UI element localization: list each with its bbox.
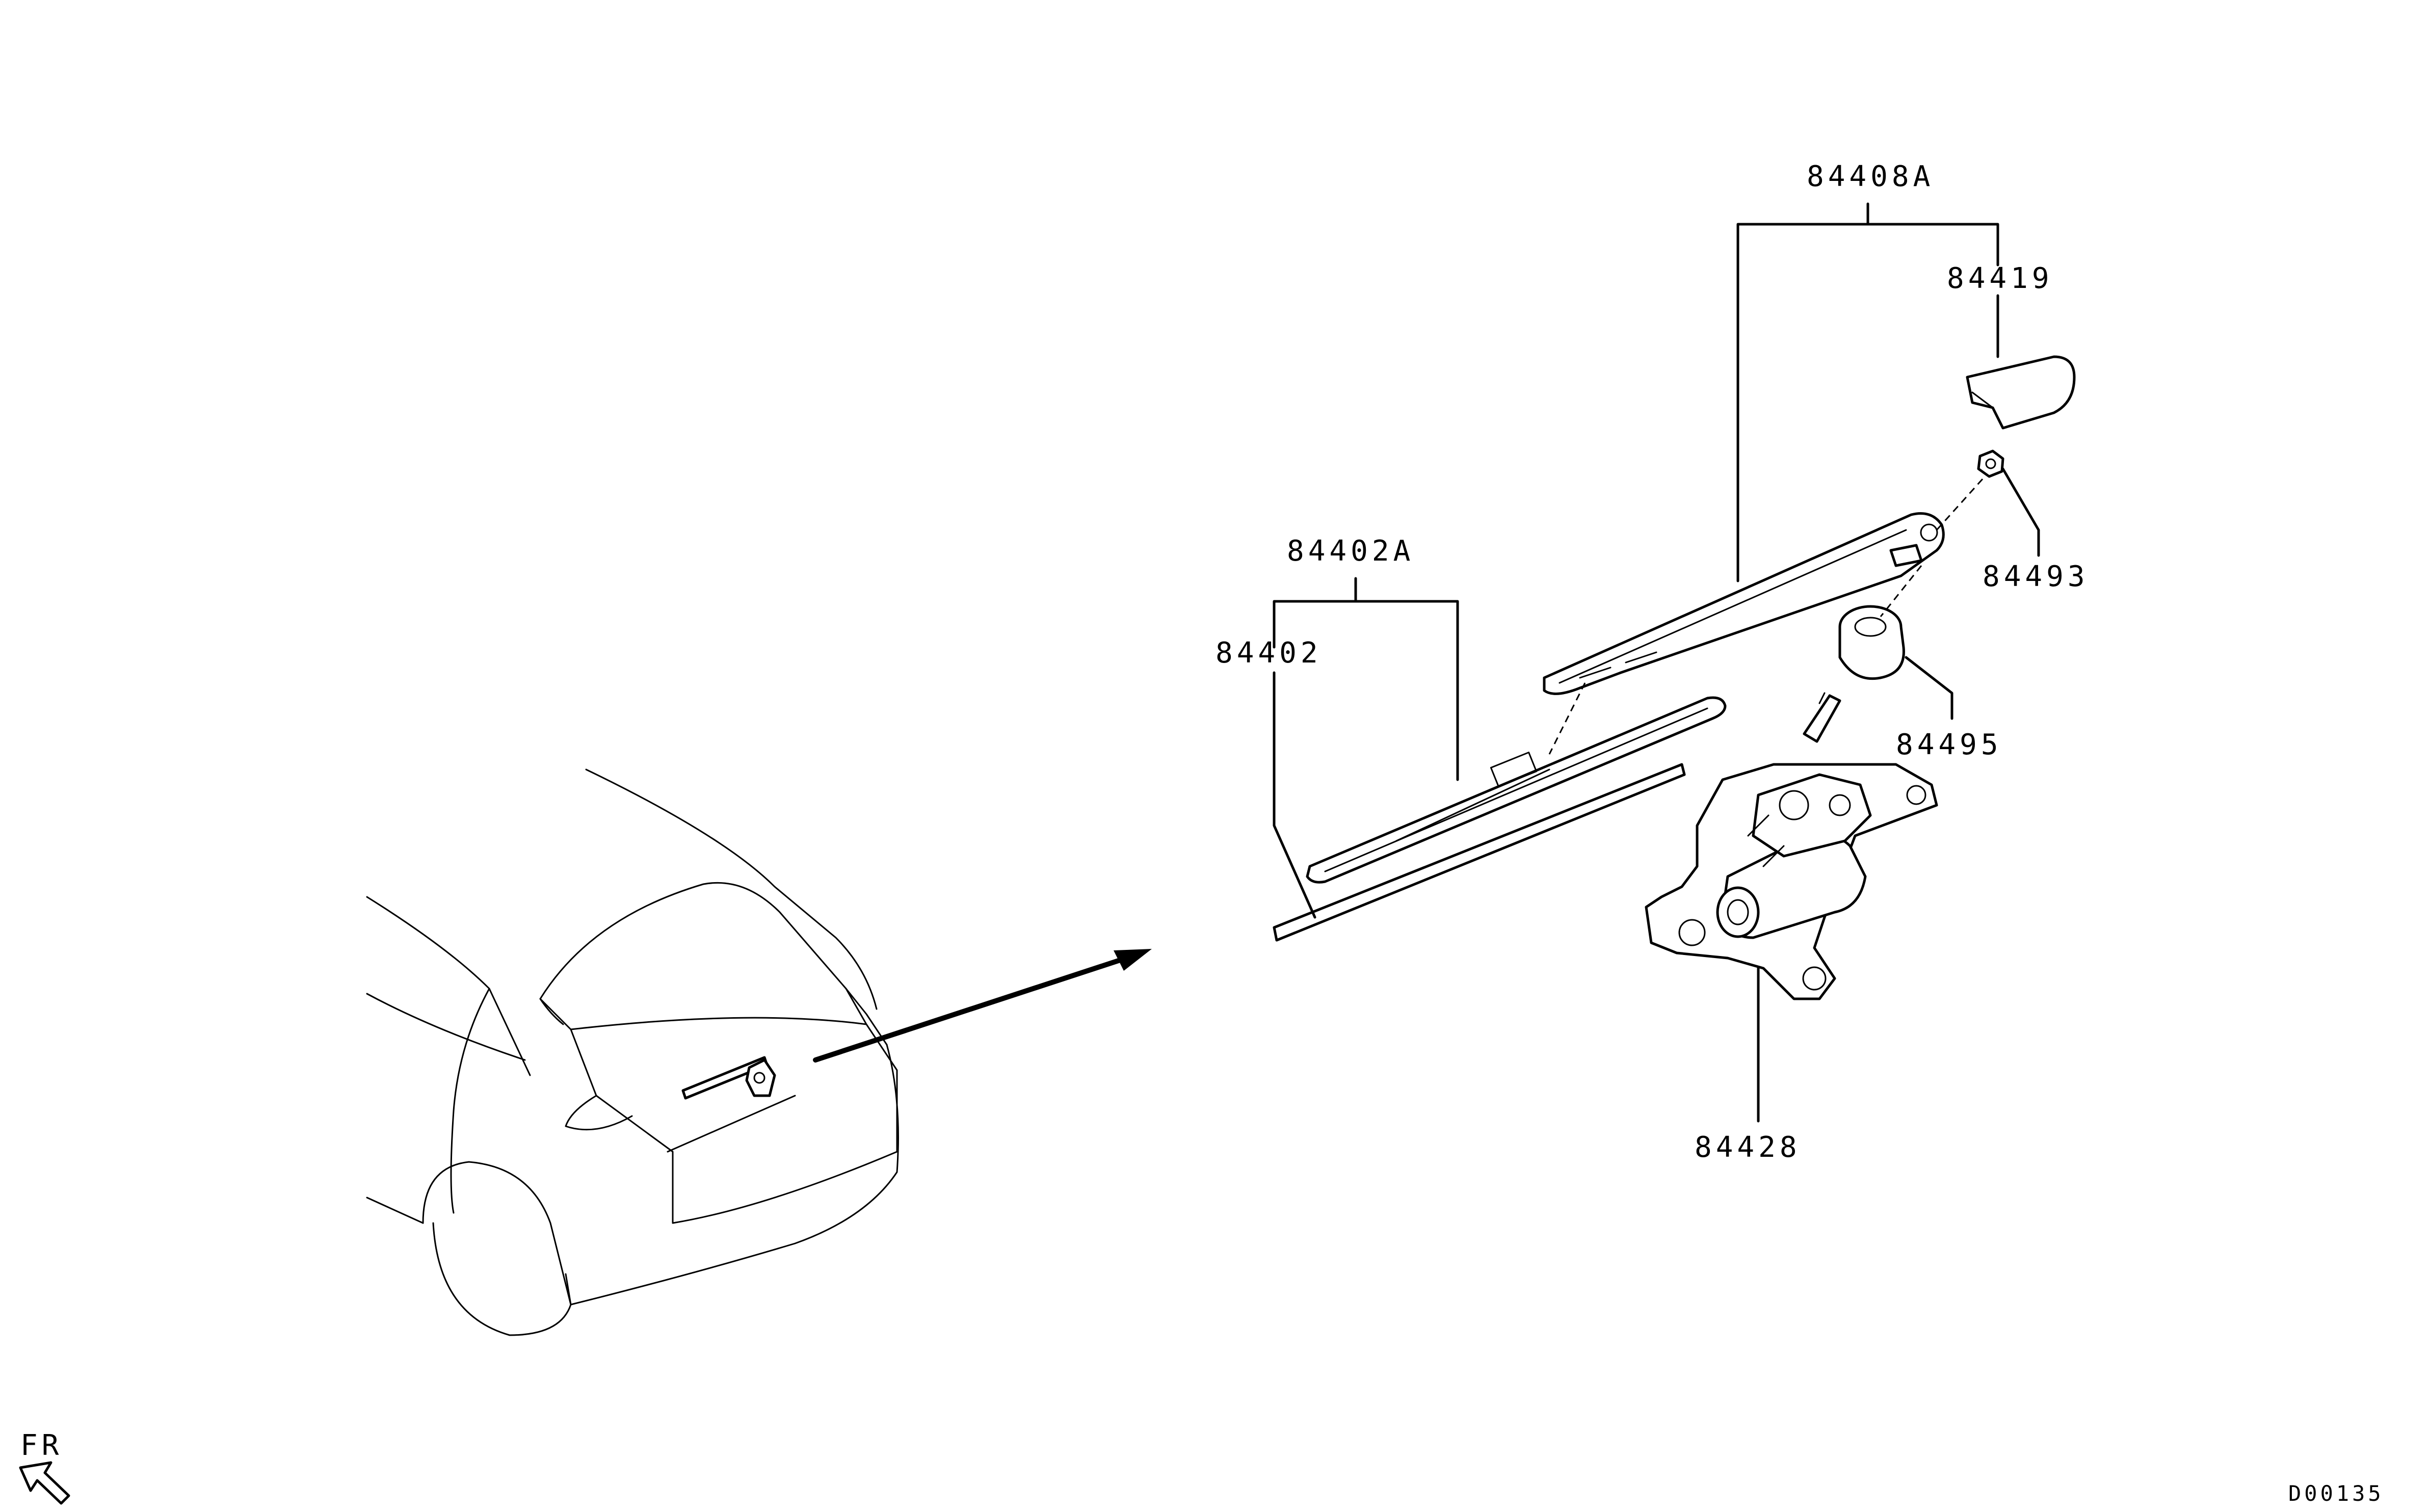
label-84402A: 84402A [1287,535,1414,568]
wiper-blade [1306,682,1727,884]
label-84493: 84493 [1983,560,2089,593]
grommet [1838,565,1922,680]
label-84428: 84428 [1695,1131,1801,1164]
leader-lines [1273,202,2040,1123]
diagram-code: D00135 [2288,1481,2384,1506]
wiper-arm [1543,512,1945,695]
arm-cap [1966,355,2076,430]
label-84495: 84495 [1896,728,2002,761]
arm-nut [1936,449,2004,531]
direction-label: FR [20,1429,63,1462]
front-arrow-icon [19,1461,70,1505]
label-84408A: 84408A [1807,160,1934,193]
label-84402: 84402 [1216,636,1322,670]
label-84419: 84419 [1947,262,2053,295]
callout-arrow [813,949,1152,1063]
vehicle-rear-outline [366,768,899,1336]
front-direction-indicator: FR [19,1429,70,1505]
blade-rubber [1273,763,1686,942]
wiper-motor [1645,692,1938,1000]
